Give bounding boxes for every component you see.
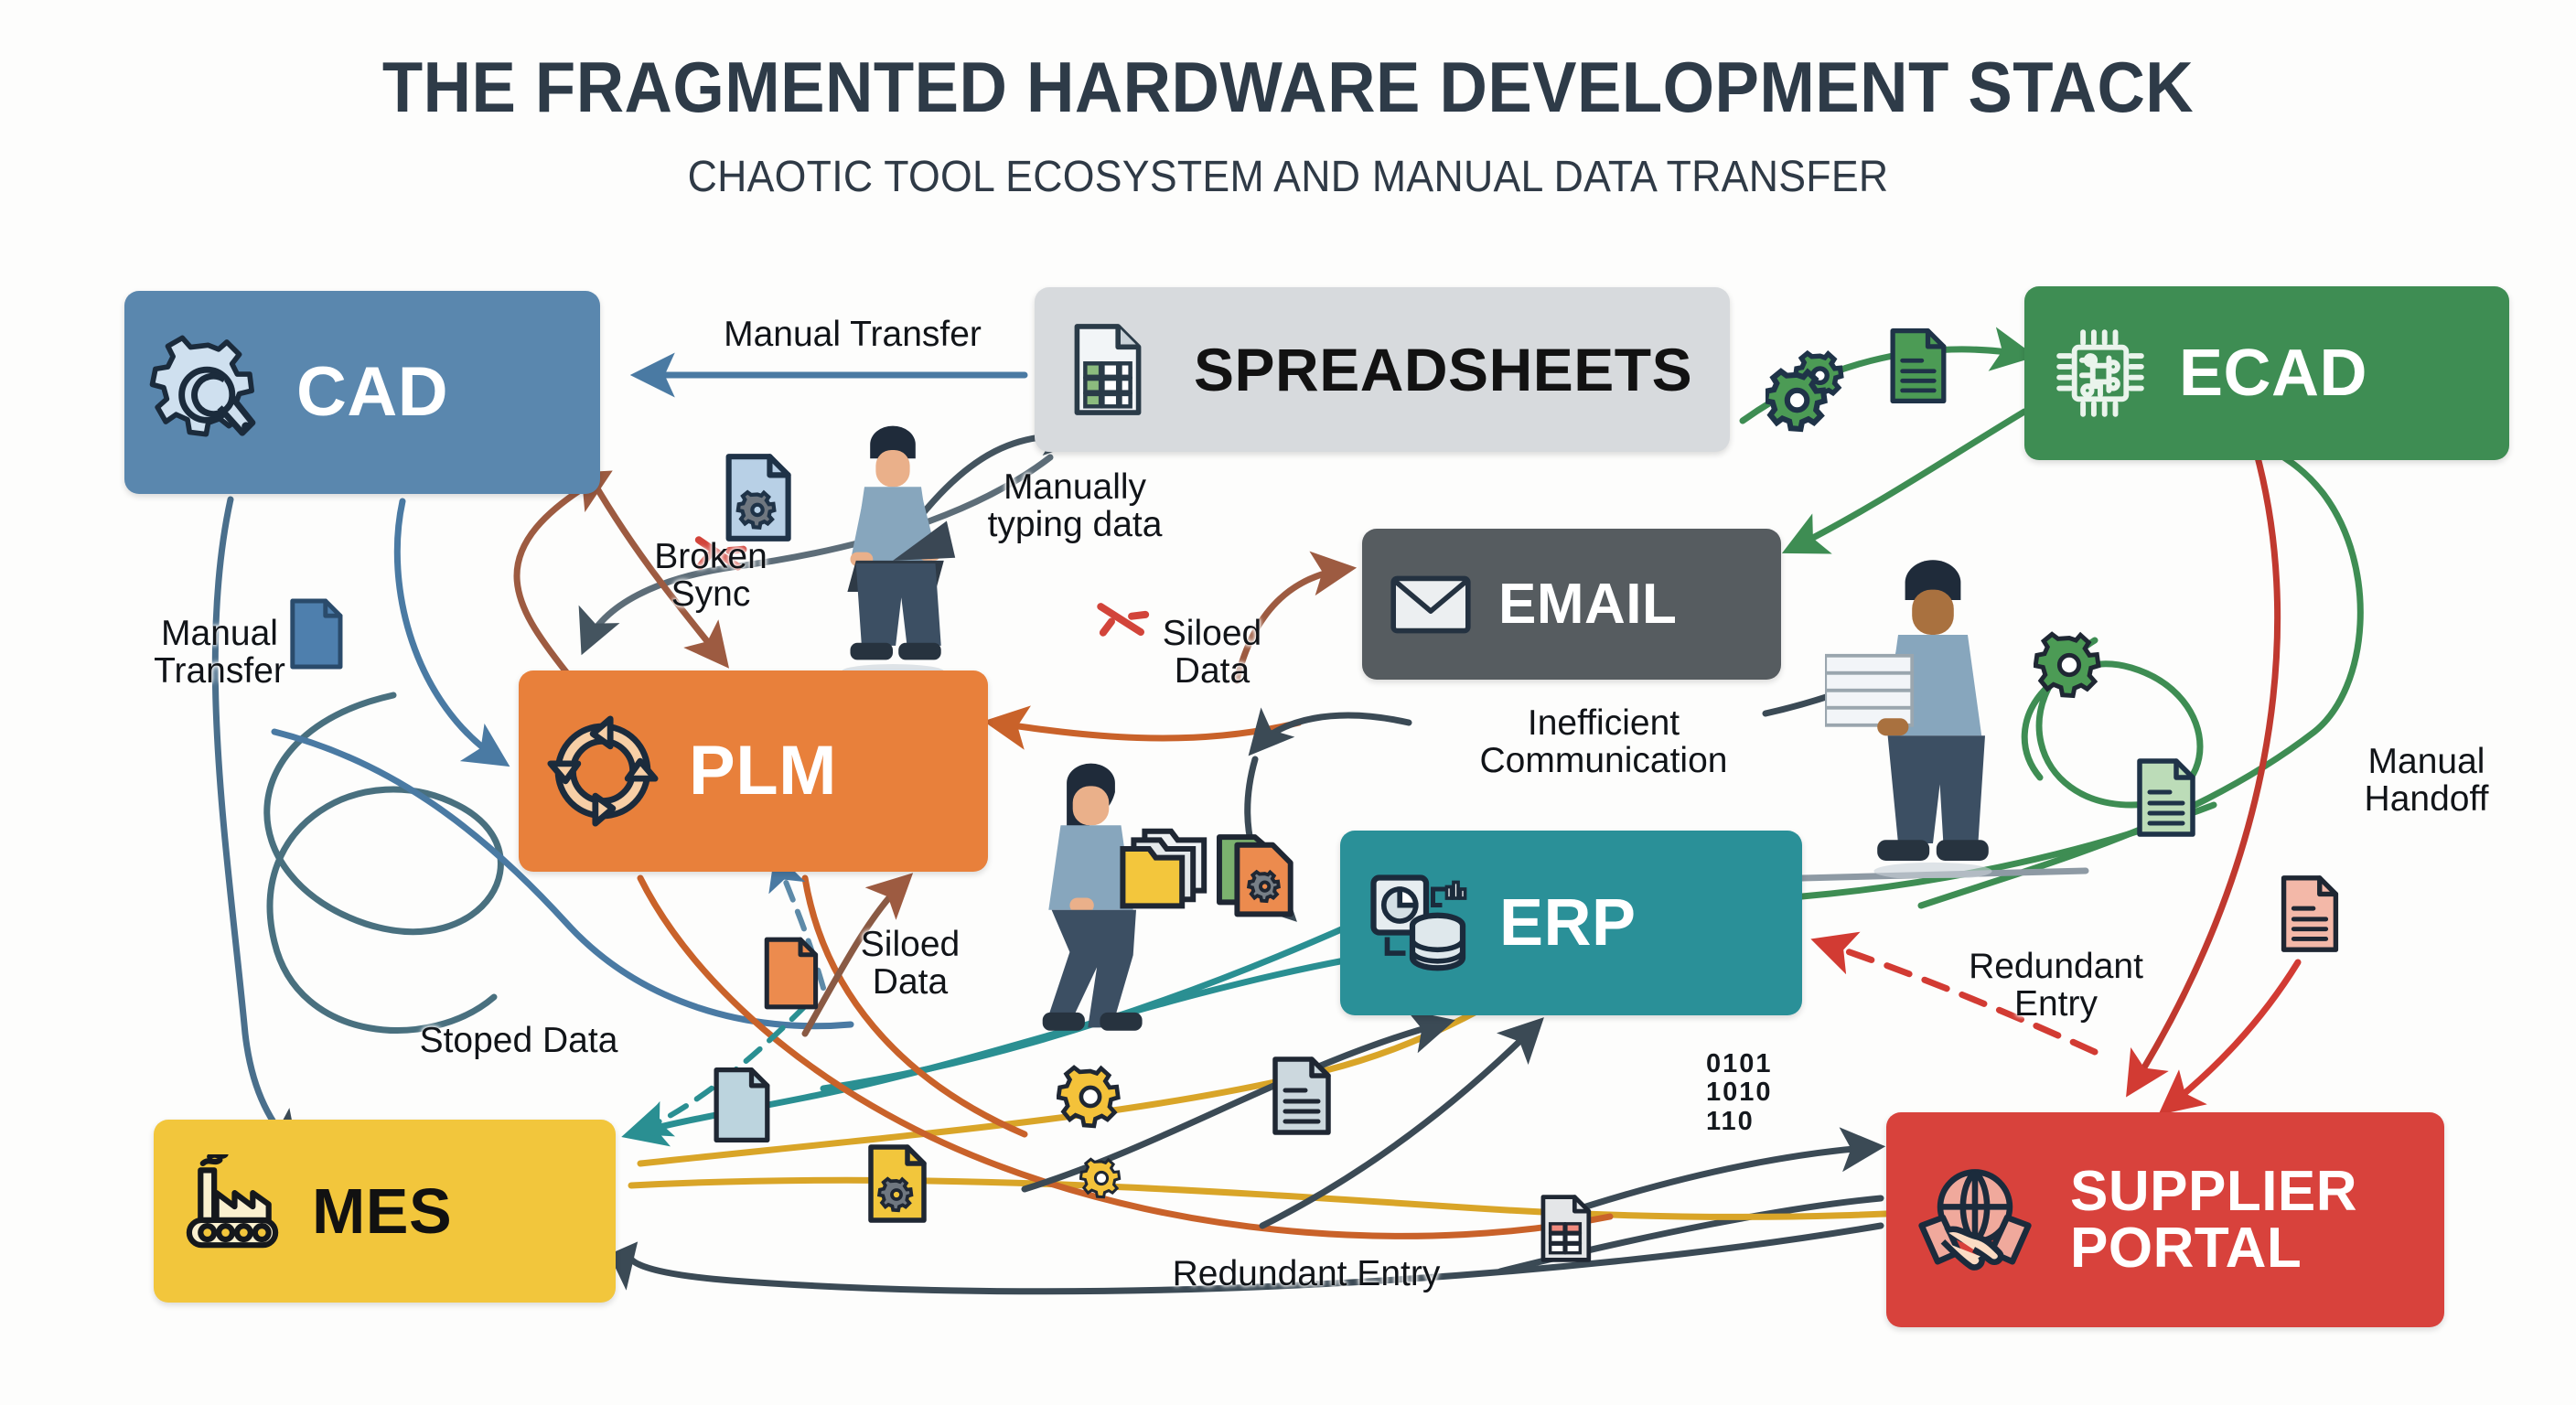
- broken-sync-slash-2: [1080, 576, 1170, 668]
- edge-label-manually-typing-data: Manually typing data: [987, 467, 1163, 545]
- yellow-gear-doc-icon: [851, 1138, 942, 1234]
- person-typing-laptop: [805, 393, 981, 681]
- edge-label-redundant-entry-right: Redundant Entry: [1969, 947, 2143, 1024]
- blue-doc-icon: [274, 593, 357, 680]
- envelope-icon: [1384, 558, 1477, 651]
- lightblue-doc-icon: [697, 1061, 785, 1153]
- yellow-gear-large-icon: [1056, 1063, 1124, 1135]
- green-doc-icon: [1873, 322, 1961, 414]
- blue-gear-doc-icon: [706, 446, 809, 553]
- green-doc-lines-icon: [2120, 752, 2211, 848]
- node-ecad[interactable]: ECAD: [2024, 286, 2509, 460]
- person-carrying-papers: [1823, 531, 2041, 883]
- edge-label-manual-transfer-top: Manual Transfer: [724, 315, 982, 354]
- circuit-chip-icon: [2046, 319, 2154, 427]
- node-ecad-label: ECAD: [2179, 337, 2368, 410]
- node-spreadsheets-label: SPREADSHEETS: [1194, 336, 1693, 403]
- pink-doc-stack-icon: [2264, 869, 2354, 963]
- node-mes-label: MES: [312, 1175, 453, 1247]
- yellow-gear-small-icon: [1079, 1156, 1123, 1205]
- edge-label-redundant-entry-bottom: Redundant Entry: [1172, 1254, 1441, 1293]
- spreadsheet-circle-icon: [1526, 1189, 1605, 1272]
- orange-doc-icon: [748, 931, 832, 1020]
- edge-label-manual-transfer-left: Manual Transfer: [154, 614, 285, 692]
- edge-label-inefficient-communication: Inefficient Communication: [1479, 703, 1728, 781]
- green-gear-ring-icon: [2033, 629, 2105, 705]
- broken-sync-slash-1: [678, 510, 767, 601]
- green-orange-gear-doc-icon: [1208, 823, 1306, 927]
- node-mes[interactable]: MES: [154, 1120, 616, 1303]
- grey-lines-doc-icon: [1255, 1050, 1347, 1146]
- edge-label-broken-sync: Broken Sync: [654, 537, 767, 615]
- node-erp-label: ERP: [1499, 886, 1637, 960]
- node-cad-label: CAD: [296, 353, 449, 431]
- node-erp[interactable]: ERP: [1340, 831, 1802, 1015]
- node-plm-label: PLM: [689, 732, 837, 810]
- node-plm[interactable]: PLM: [519, 670, 988, 872]
- chart-database-icon: [1362, 866, 1476, 981]
- node-supplier[interactable]: SUPPLIER PORTAL: [1886, 1112, 2444, 1327]
- gear-wrench-icon: [146, 329, 273, 456]
- page-title: THE FRAGMENTED HARDWARE DEVELOPMENT STAC…: [381, 47, 2195, 127]
- lifecycle-loop-icon: [541, 709, 665, 833]
- node-email-label: EMAIL: [1498, 572, 1678, 636]
- factory-icon: [176, 1154, 289, 1268]
- folder-stack-icon: [1110, 805, 1219, 919]
- edge-label-manual-handoff: Manual Handoff: [2364, 742, 2489, 820]
- green-gears-pair-icon: [1762, 346, 1853, 438]
- person-walking-folders: [997, 732, 1185, 1038]
- edge-label-stoped-data: Stoped Data: [419, 1021, 618, 1060]
- globe-handshake-icon: [1908, 1153, 2042, 1287]
- edge-label-siloed-data-upper: Siloed Data: [1162, 614, 1262, 692]
- edge-label-siloed-data-lower: Siloed Data: [860, 925, 961, 1003]
- node-supplier-label: SUPPLIER PORTAL: [2070, 1159, 2358, 1280]
- spreadsheet-doc-icon: [1057, 318, 1159, 421]
- page-subtitle: CHAOTIC TOOL ECOSYSTEM AND MANUAL DATA T…: [687, 153, 1889, 201]
- node-cad[interactable]: CAD: [124, 291, 600, 494]
- node-email[interactable]: EMAIL: [1362, 529, 1781, 680]
- binary-data-stream: 0101 1010 110: [1706, 1049, 1773, 1136]
- node-spreadsheets[interactable]: SPREADSHEETS: [1035, 287, 1730, 452]
